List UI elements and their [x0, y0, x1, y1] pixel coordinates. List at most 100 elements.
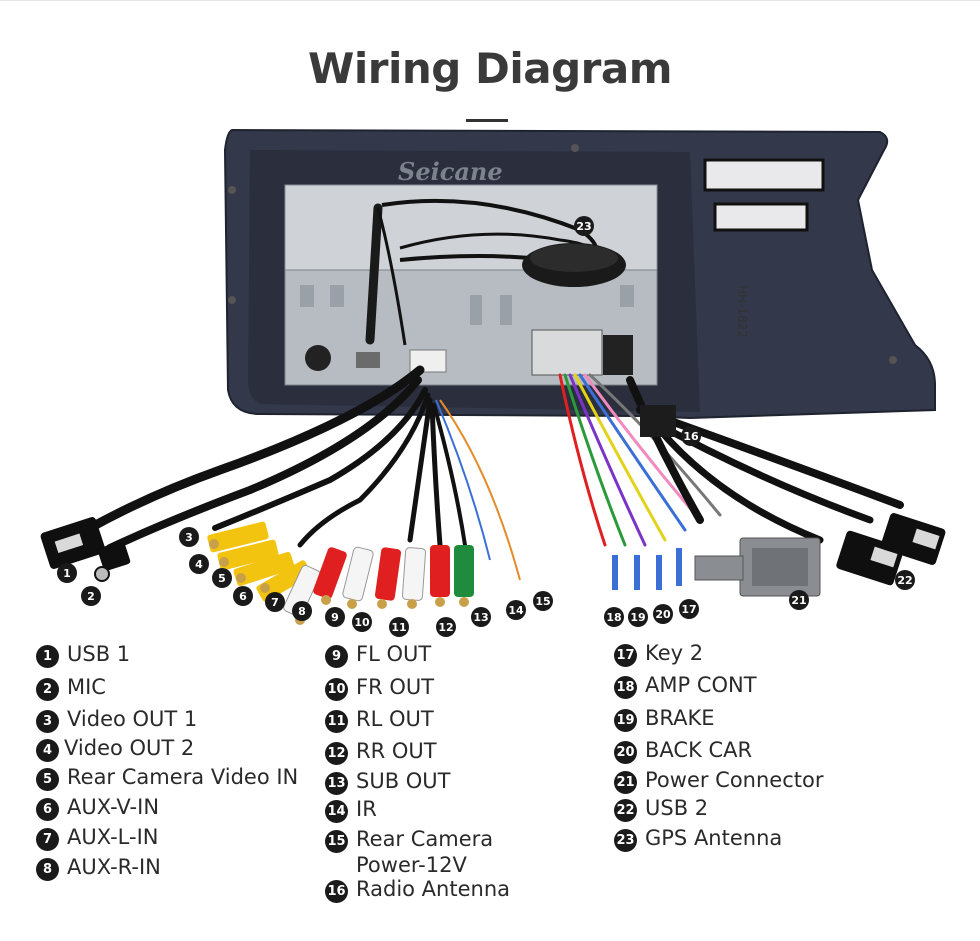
svg-text:10: 10 — [354, 616, 370, 629]
legend-item: 8 AUX-R-IN — [36, 855, 161, 881]
legend-label: Video OUT 2 — [64, 736, 195, 760]
callout-11: 11 — [389, 617, 409, 637]
legend-number: 17 — [614, 644, 637, 667]
svg-text:11: 11 — [391, 621, 406, 634]
legend-label: Rear Camera Video IN — [67, 765, 299, 789]
legend-label: GPS Antenna — [645, 826, 783, 850]
legend-label: Video OUT 1 — [67, 707, 198, 731]
legend-number: 13 — [325, 772, 348, 795]
callout-4: 4 — [189, 554, 209, 574]
svg-text:18: 18 — [606, 611, 621, 624]
wiring-illustration: HH-1822 Seicane — [40, 128, 946, 637]
svg-text:12: 12 — [438, 621, 453, 634]
legend-item: 14 IR — [325, 797, 377, 823]
title-underline — [466, 119, 508, 122]
svg-text:17: 17 — [681, 603, 696, 616]
legend-number: 21 — [614, 771, 637, 794]
legend-label: AUX-R-IN — [67, 855, 161, 879]
legend-number: 22 — [614, 799, 637, 822]
svg-text:21: 21 — [791, 594, 806, 607]
svg-text:1: 1 — [63, 567, 71, 580]
svg-text:22: 22 — [897, 574, 912, 587]
legend-number: 19 — [614, 709, 637, 732]
mic-plug — [97, 541, 131, 571]
page-title: Wiring Diagram — [308, 44, 672, 93]
svg-text:9: 9 — [331, 611, 339, 624]
svg-text:15: 15 — [535, 595, 550, 608]
legend-number: 20 — [614, 741, 637, 764]
legend-number: 5 — [36, 768, 59, 791]
callout-14: 14 — [506, 600, 526, 620]
legend-number: 14 — [325, 800, 348, 823]
callout-5: 5 — [212, 568, 232, 588]
callout-23: 23 — [574, 216, 594, 236]
housing-mark: HH-1822 — [735, 285, 749, 338]
svg-text:19: 19 — [630, 611, 645, 624]
radio-antenna-plug — [640, 405, 676, 437]
svg-text:6: 6 — [239, 590, 247, 603]
legend-label: RL OUT — [356, 707, 434, 731]
legend-item: 22 USB 2 — [614, 796, 708, 822]
svg-text:20: 20 — [655, 608, 671, 621]
legend-label: FR OUT — [356, 675, 435, 699]
svg-text:2: 2 — [87, 590, 95, 603]
legend-item: 5 Rear Camera Video IN — [36, 765, 298, 791]
legend-number: 11 — [325, 710, 348, 733]
legend-number: 23 — [614, 829, 637, 852]
legend-number: 2 — [36, 678, 59, 701]
legend-label: Radio Antenna — [356, 877, 511, 901]
legend-number: 3 — [36, 710, 59, 733]
callout-7: 7 — [265, 592, 285, 612]
legend-item: 2 MIC — [36, 675, 106, 701]
frame-slot-upper — [703, 158, 825, 192]
legend-item: 18 AMP CONT — [614, 673, 757, 699]
legend-number: 6 — [36, 798, 59, 821]
callout-21: 21 — [789, 590, 809, 610]
legend-number: 8 — [36, 858, 59, 881]
legend-label: AUX-V-IN — [67, 795, 160, 819]
svg-text:23: 23 — [576, 220, 591, 233]
callout-9: 9 — [325, 607, 345, 627]
callout-18: 18 — [604, 607, 624, 627]
legend-item: 20 BACK CAR — [614, 738, 752, 764]
callout-1: 1 — [57, 563, 77, 583]
legend-item: 23 GPS Antenna — [614, 826, 782, 852]
legend-number: 7 — [36, 828, 59, 851]
legend-label: USB 1 — [67, 642, 131, 666]
legend-label: AUX-L-IN — [67, 825, 159, 849]
callout-10: 10 — [352, 612, 372, 632]
legend-label: IR — [356, 797, 377, 821]
legend-number: 18 — [614, 676, 637, 699]
legend-label: USB 2 — [645, 796, 709, 820]
brand-watermark: Seicane — [398, 157, 503, 186]
legend-label: SUB OUT — [356, 769, 451, 793]
legend-item: 19 BRAKE — [614, 706, 715, 732]
legend-label: BACK CAR — [645, 738, 753, 762]
legend-label: MIC — [67, 675, 106, 699]
callout-15: 15 — [533, 591, 553, 611]
legend-label: FL OUT — [356, 642, 432, 666]
legend-label: AMP CONT — [645, 673, 757, 697]
legend-number: 10 — [325, 678, 348, 701]
legend-item: 16 Radio Antenna — [325, 877, 510, 903]
legend-label: BRAKE — [645, 706, 715, 730]
callout-3: 3 — [179, 527, 199, 547]
callout-22: 22 — [895, 570, 915, 590]
legend-label-line2: Power-12V — [356, 853, 467, 877]
legend-item: 3 Video OUT 1 — [36, 707, 197, 733]
legend-label: Rear Camera — [356, 827, 494, 851]
callout-17: 17 — [679, 599, 699, 619]
legend-number: 16 — [325, 880, 348, 903]
callout-13: 13 — [471, 607, 491, 627]
legend-number: 15 — [325, 830, 348, 853]
legend-item: 13 SUB OUT — [325, 769, 451, 795]
legend-item: 10 FR OUT — [325, 675, 434, 701]
svg-text:14: 14 — [508, 604, 524, 617]
